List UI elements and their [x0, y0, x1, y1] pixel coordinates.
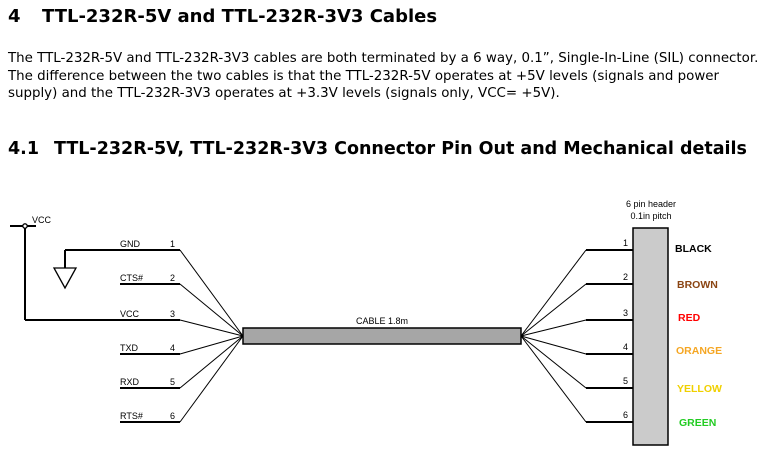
right-pin-number: 3: [623, 308, 628, 318]
section-title: TTL-232R-5V and TTL-232R-3V3 Cables: [42, 6, 438, 27]
fan-line: [179, 249, 244, 337]
right-pin-number: 2: [623, 272, 628, 282]
left-pin-number: 4: [170, 343, 175, 353]
right-pin-number: 1: [623, 238, 628, 248]
left-pin-name: CTS#: [120, 273, 143, 283]
vcc-node: [22, 223, 28, 229]
pin-header: [632, 227, 669, 446]
fan-line: [179, 335, 244, 423]
subsection-title: TTL-232R-5V, TTL-232R-3V3 Connector Pin …: [54, 139, 747, 159]
section-number: 4: [8, 6, 21, 27]
section-paragraph: The TTL-232R-5V and TTL-232R-3V3 cables …: [8, 51, 759, 101]
left-pin-name: RXD: [120, 377, 140, 387]
left-pin-name: TXD: [120, 343, 139, 353]
left-pin-number: 6: [170, 411, 175, 421]
fan-line: [520, 319, 587, 337]
right-pin-number: 6: [623, 410, 628, 420]
fan-line: [179, 319, 244, 337]
subsection-number: 4.1: [8, 139, 40, 159]
fan-line: [520, 335, 587, 423]
cable-body: [242, 327, 522, 345]
wire-color-label: ORANGE: [676, 345, 722, 357]
fan-line: [520, 283, 587, 337]
fan-line: [520, 335, 587, 355]
subsection-heading: 4.1 TTL-232R-5V, TTL-232R-3V3 Connector P…: [8, 139, 747, 159]
right-pin-number: 5: [623, 376, 628, 386]
left-pin-number: 2: [170, 273, 175, 283]
wire-color-label: RED: [678, 312, 701, 324]
fan-line: [179, 283, 244, 337]
left-pin-number: 5: [170, 377, 175, 387]
ground-symbol: [52, 267, 78, 290]
header-label: 6 pin header: [626, 199, 676, 209]
left-pin-number: 1: [170, 239, 175, 249]
left-pin-name: GND: [120, 239, 141, 249]
left-pin-number: 3: [170, 309, 175, 319]
left-pin-name: VCC: [120, 309, 140, 319]
cable-label: CABLE 1.8m: [356, 316, 408, 326]
vcc-label: VCC: [32, 215, 52, 225]
fan-line: [520, 249, 587, 337]
wire-color-label: BLACK: [675, 243, 712, 255]
wire-color-label: GREEN: [679, 417, 716, 429]
wire-color-label: YELLOW: [677, 383, 722, 395]
left-pin-name: RTS#: [120, 411, 143, 421]
right-pin-number: 4: [623, 342, 628, 352]
fan-line: [179, 335, 244, 355]
section-heading: 4 TTL-232R-5V and TTL-232R-3V3 Cables: [8, 6, 437, 27]
fan-line: [179, 335, 244, 389]
fan-line: [520, 335, 587, 389]
wire-color-label: BROWN: [677, 279, 718, 291]
header-pitch-label: 0.1in pitch: [630, 211, 671, 221]
